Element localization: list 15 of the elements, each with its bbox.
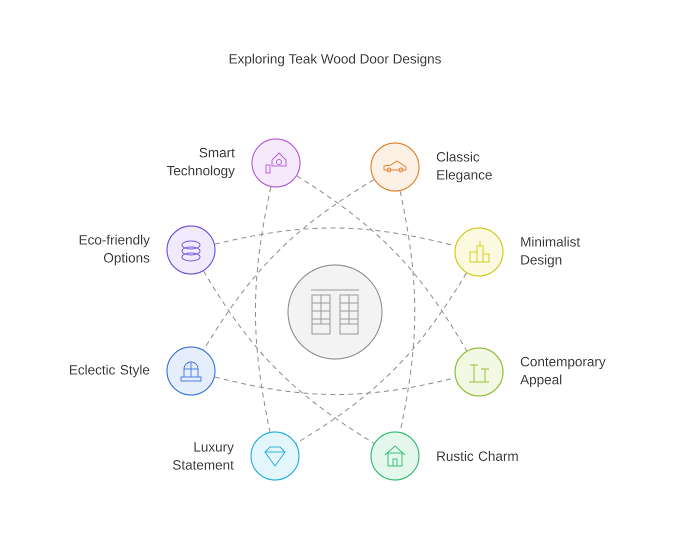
node-label: Classic Elegance xyxy=(436,152,492,182)
title: Exploring Teak Wood Door Designs xyxy=(230,54,441,66)
dashed-connector xyxy=(400,190,416,432)
node-label: Eco-friendly Options xyxy=(80,234,150,266)
node-label: Rustic Charm xyxy=(437,451,518,461)
dashed-connector xyxy=(254,186,272,432)
node-label: Eclectic Style xyxy=(70,364,150,378)
node-label: Contemporary Appeal xyxy=(520,356,606,388)
node-label: Luxury Statement xyxy=(172,442,234,470)
dashed-connector xyxy=(203,270,374,444)
node-label: Smart Technology xyxy=(166,148,235,178)
dashed-connector xyxy=(296,272,467,444)
dashed-connector xyxy=(203,179,374,350)
dashed-connector xyxy=(296,176,468,352)
node-label: Minimalist Design xyxy=(521,236,580,268)
